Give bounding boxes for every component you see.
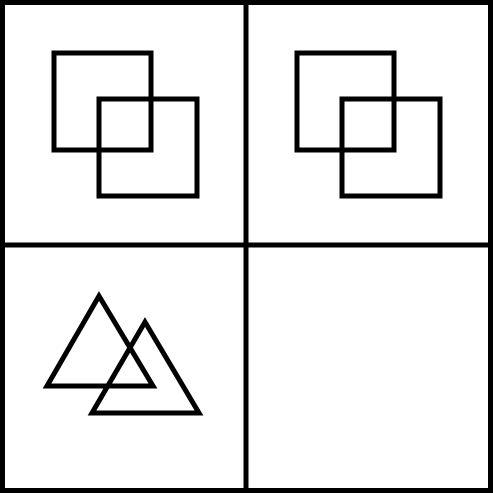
- cell-top-right-area[interactable]: [246, 4, 489, 245]
- cell-bottom-right[interactable]: [246, 245, 489, 489]
- cell-bottom-right-area[interactable]: [246, 245, 489, 489]
- cell-bottom-left-area[interactable]: [4, 245, 246, 489]
- cell-top-left[interactable]: [4, 4, 246, 245]
- cell-top-right[interactable]: [246, 4, 489, 245]
- triangle-back: [42, 291, 158, 389]
- cell-bottom-left[interactable]: [4, 245, 246, 489]
- cell-top-left-area[interactable]: [4, 4, 246, 245]
- square-front: [339, 96, 443, 199]
- triangle-front: [87, 317, 204, 416]
- square-front: [96, 96, 200, 199]
